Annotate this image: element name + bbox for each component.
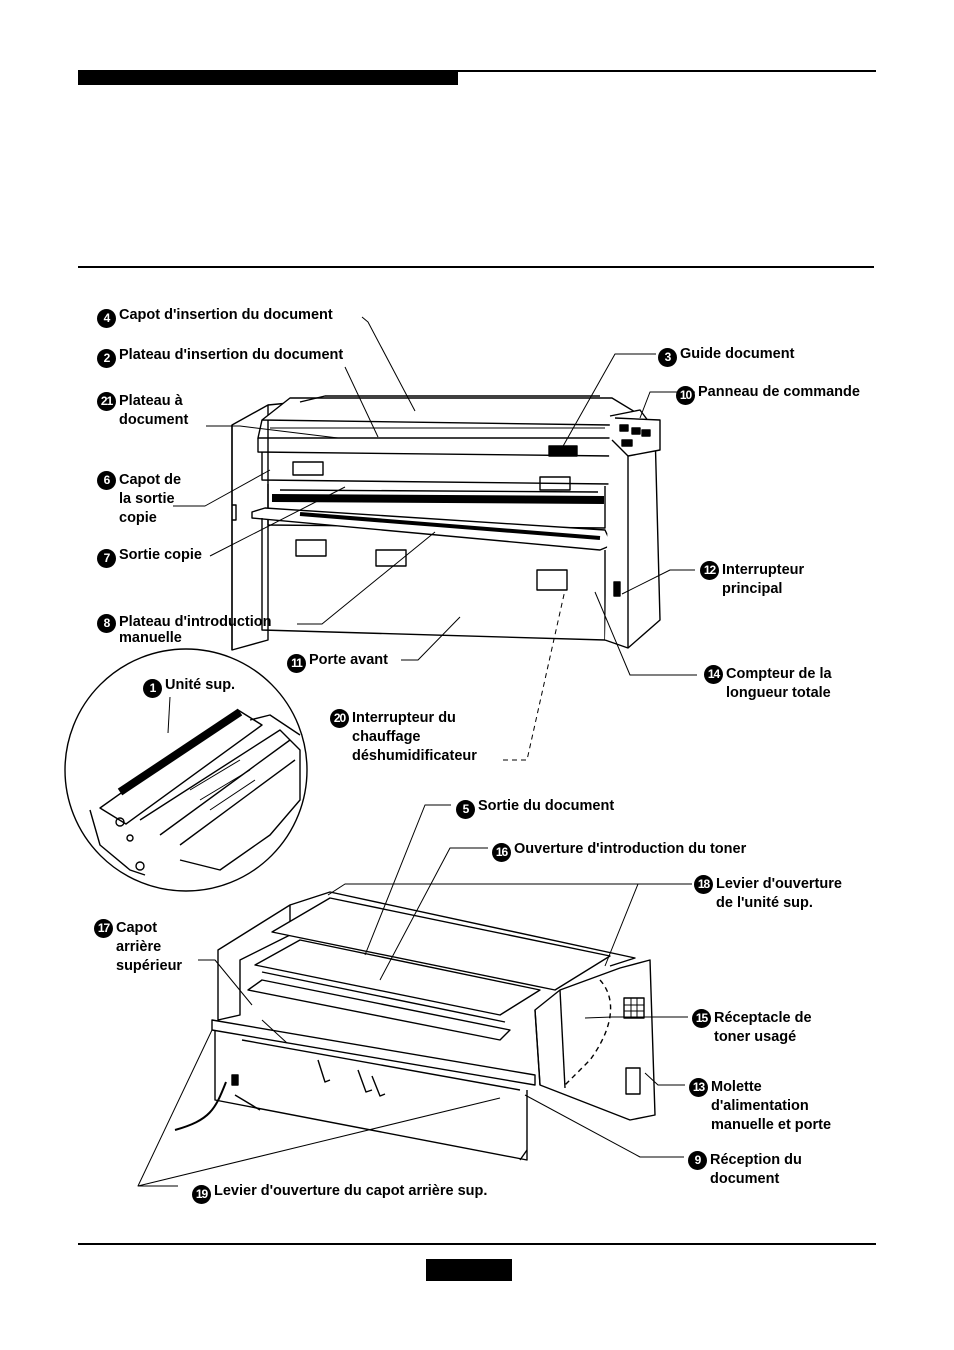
callout-number-1: 1 bbox=[143, 679, 162, 698]
front-machine-drawing bbox=[231, 395, 661, 651]
footer-rule bbox=[78, 1243, 876, 1245]
callout-number-5: 5 bbox=[456, 800, 475, 819]
callout-number-2: 2 bbox=[97, 349, 116, 368]
callout-number-3: 3 bbox=[658, 348, 677, 367]
callout-number-10: 10 bbox=[676, 386, 695, 405]
callout-number-17: 17 bbox=[94, 919, 113, 938]
unit-sup-inset bbox=[64, 648, 308, 892]
header-rule bbox=[78, 70, 876, 72]
rear-machine-drawing bbox=[174, 891, 656, 1161]
callout-number-4: 4 bbox=[97, 309, 116, 328]
callout-number-11: 11 bbox=[287, 654, 306, 673]
callout-number-20: 20 bbox=[330, 709, 349, 728]
page-number-box bbox=[426, 1259, 512, 1281]
section-rule bbox=[78, 266, 874, 268]
callout-number-19: 19 bbox=[192, 1185, 211, 1204]
callout-number-6: 6 bbox=[97, 471, 116, 490]
callout-number-8: 8 bbox=[97, 614, 116, 633]
callout-number-14: 14 bbox=[704, 665, 723, 684]
callout-number-9: 9 bbox=[688, 1151, 707, 1170]
callout-number-18: 18 bbox=[694, 875, 713, 894]
callout-number-7: 7 bbox=[97, 549, 116, 568]
leader-lines bbox=[137, 316, 697, 1187]
callout-number-21: 21 bbox=[97, 392, 116, 411]
callout-number-16: 16 bbox=[492, 843, 511, 862]
callout-number-13: 13 bbox=[689, 1078, 708, 1097]
callout-number-12: 12 bbox=[700, 561, 719, 580]
callout-number-15: 15 bbox=[692, 1009, 711, 1028]
header-black-bar bbox=[78, 70, 458, 85]
